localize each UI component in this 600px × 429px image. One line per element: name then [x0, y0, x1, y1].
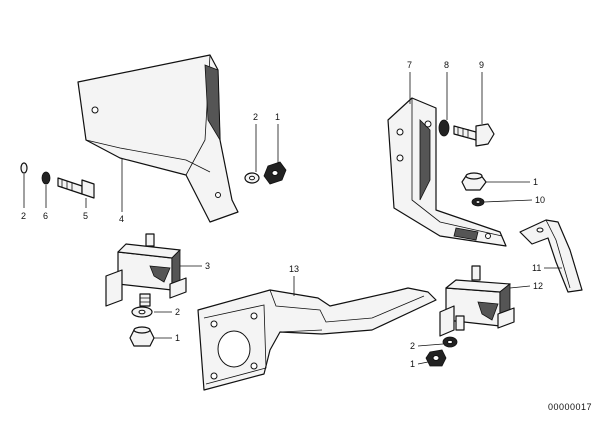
leader-lines — [23, 72, 562, 365]
callout-labels: 2 6 5 4 2 1 3 2 1 13 7 8 9 1 10 11 12 2 … — [21, 60, 545, 369]
callout-upper-nut: 1 — [275, 112, 280, 122]
callout-left-lower-nut: 1 — [175, 333, 180, 343]
callout-right-bracket: 7 — [407, 60, 412, 70]
callout-right-lower-washer: 2 — [410, 341, 415, 351]
strap — [519, 219, 583, 293]
callout-left-washer-a: 2 — [21, 211, 26, 221]
callout-left-lower-washer: 2 — [175, 307, 180, 317]
right-nut-lockwasher — [461, 172, 487, 207]
callout-right-nut: 1 — [533, 177, 538, 187]
callout-crossmember: 13 — [289, 264, 299, 274]
callout-right-lockwasher: 10 — [535, 195, 545, 205]
callout-left-bolt: 5 — [83, 211, 88, 221]
left-bracket — [77, 54, 239, 223]
callout-right-washer: 8 — [444, 60, 449, 70]
crossmember — [197, 287, 437, 391]
right-lower-washer-nut — [425, 336, 458, 367]
left-engine-mount — [105, 233, 187, 307]
left-lower-washer-nut — [129, 306, 155, 347]
left-bolt-assembly — [20, 162, 95, 199]
callout-strap: 11 — [532, 263, 541, 273]
callout-right-mount: 12 — [533, 281, 543, 291]
right-washer-bolt — [438, 119, 495, 147]
diagram-id: 00000017 — [547, 402, 592, 412]
callout-left-washer-b: 6 — [43, 211, 48, 221]
right-engine-mount — [439, 265, 515, 337]
callout-left-mount: 3 — [205, 261, 210, 271]
callout-right-lower-nut: 1 — [410, 359, 415, 369]
callout-right-bolt: 9 — [479, 60, 484, 70]
upper-washer-nut — [244, 161, 287, 185]
callout-left-bracket: 4 — [119, 214, 124, 224]
callout-upper-washer: 2 — [253, 112, 258, 122]
right-bracket — [387, 97, 507, 247]
